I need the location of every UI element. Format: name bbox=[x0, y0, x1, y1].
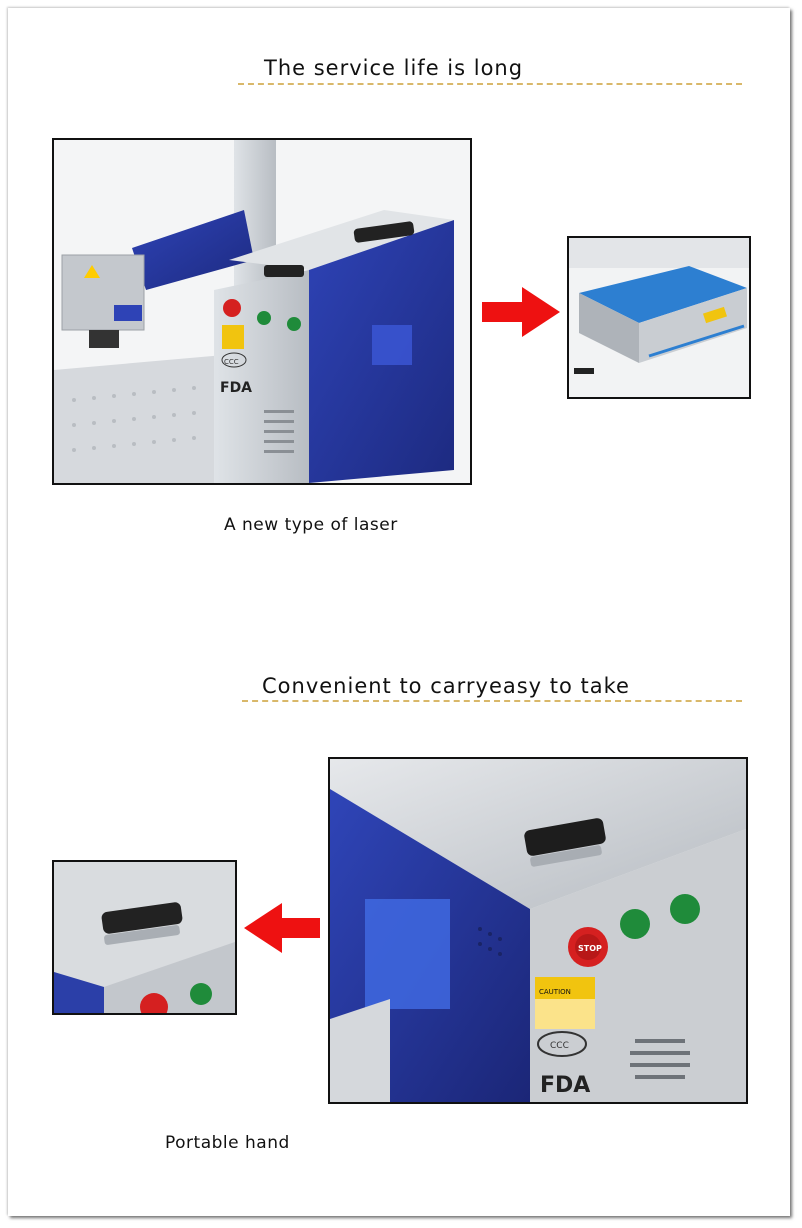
laser-machine-photo: CCC FDA bbox=[52, 138, 472, 485]
arrow-left-icon bbox=[244, 903, 320, 953]
section1-divider bbox=[238, 83, 742, 85]
caution-label: CAUTION bbox=[539, 988, 571, 996]
section1-caption: A new type of laser bbox=[224, 515, 398, 535]
stop-label: STOP bbox=[578, 944, 602, 953]
laser-source-photo bbox=[567, 236, 751, 399]
section2-divider bbox=[242, 700, 742, 702]
section1-heading: The service life is long bbox=[264, 56, 524, 80]
fda-mark-2: FDA bbox=[540, 1073, 590, 1098]
section2-caption: Portable hand bbox=[165, 1133, 290, 1153]
portable-unit-photo: STOP CAUTION CCC FDA bbox=[328, 757, 748, 1104]
handle-closeup-photo bbox=[52, 860, 237, 1015]
fda-mark: FDA bbox=[220, 380, 252, 396]
section2-heading: Convenient to carryeasy to take bbox=[262, 674, 630, 698]
arrow-right-icon bbox=[482, 287, 560, 337]
ccc-mark: CCC bbox=[224, 358, 239, 366]
ccc-mark-2: CCC bbox=[550, 1041, 569, 1051]
